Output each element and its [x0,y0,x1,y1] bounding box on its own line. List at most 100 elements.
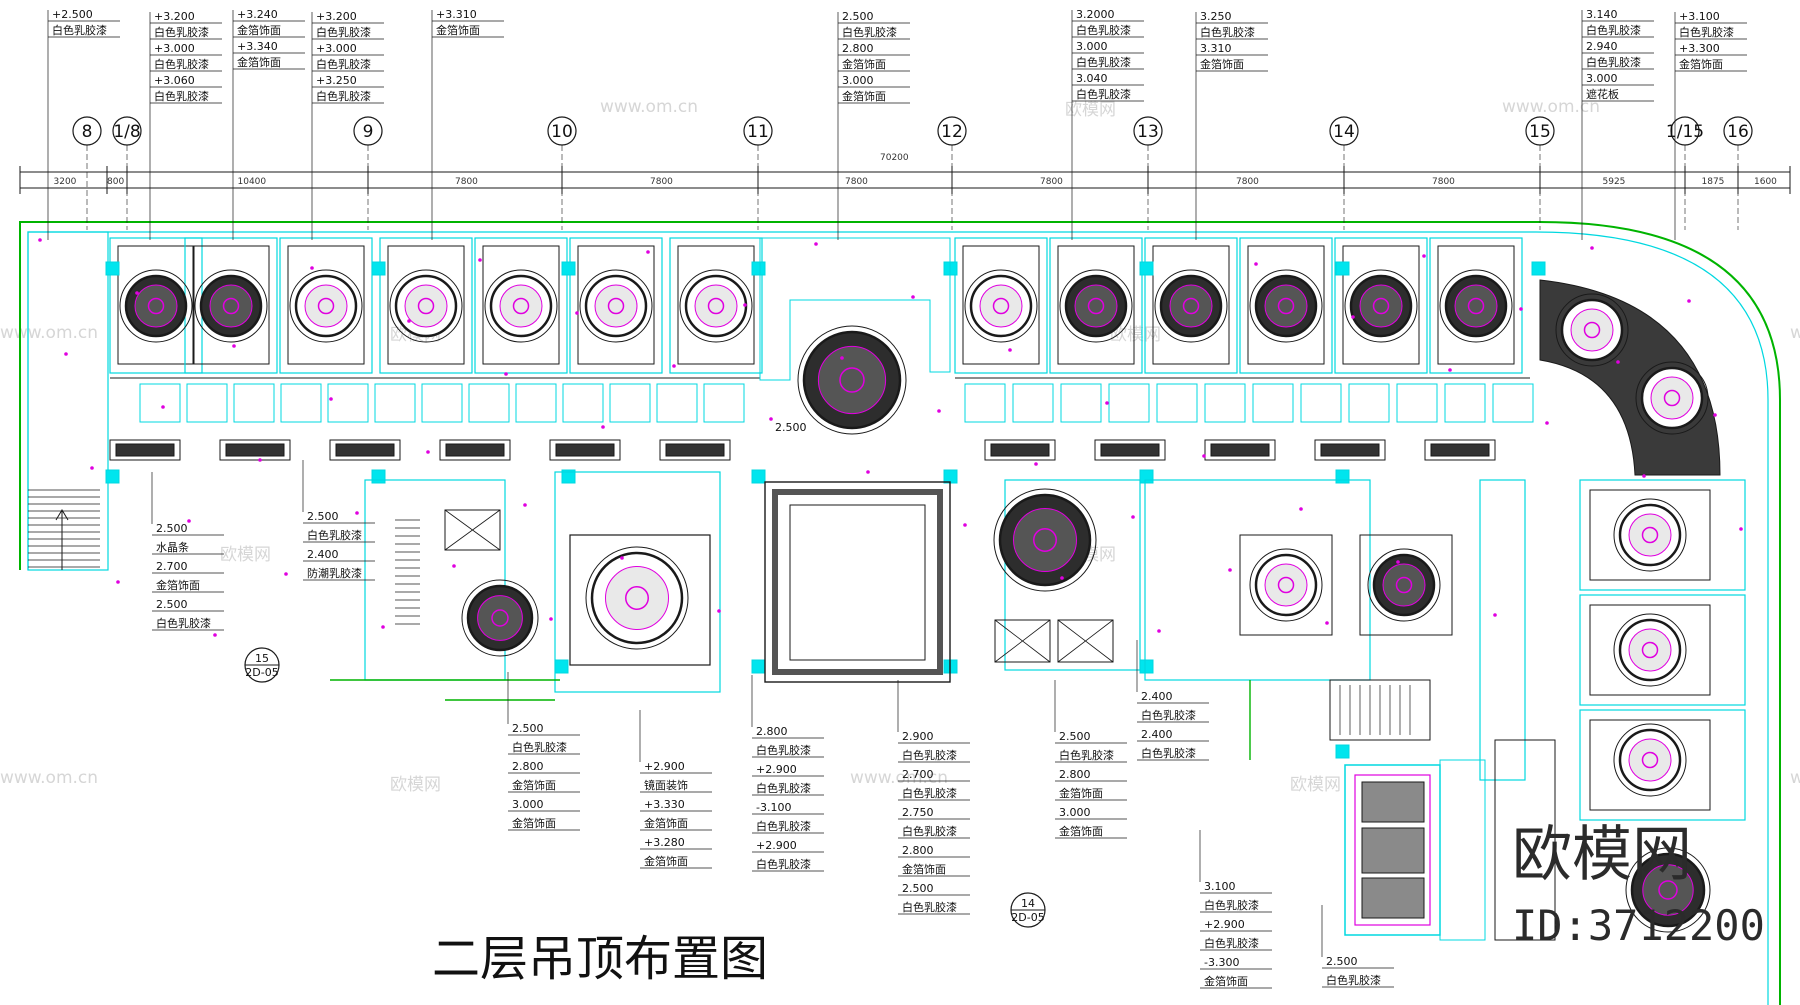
downlight [161,405,165,409]
ceiling-tray [1057,245,1135,365]
ceiling-dome [119,269,193,343]
bath-cubicle [1396,383,1438,423]
downlight [284,572,288,576]
downlight [1105,401,1109,405]
stair-chandelier [491,609,509,627]
private-room [1239,237,1333,374]
elevation-value: 2.500 [156,598,188,611]
finish-label: 金箔饰面 [1679,57,1723,71]
finish-label: 白色乳胶漆 [307,528,362,542]
downlight [1060,576,1064,580]
elevation-value: 2.800 [756,725,788,738]
finish-label: 金箔饰面 [1059,824,1103,838]
structural-column [561,469,576,484]
stair-chandelier [461,579,539,657]
finish-label: 白色乳胶漆 [1059,748,1114,762]
finish-label: 白色乳胶漆 [156,616,211,630]
downlight [232,344,236,348]
grid-axis-label: 13 [1137,122,1159,142]
lounge-dome [1570,308,1614,352]
private-room [474,237,568,374]
span-dimension: 10400 [238,177,267,187]
linear-diffuser [329,439,401,461]
round-chandelier [1033,528,1057,552]
ceiling-tray [577,245,655,365]
finish-label: 白色乳胶漆 [316,57,371,71]
span-dimension: 7800 [455,177,478,187]
downlight [717,609,721,613]
lounge-dome [1663,389,1681,407]
bath-cubicle [233,383,275,423]
downlight [937,409,941,413]
grid-axis-label: 10 [551,122,573,142]
elevation-value: 2.900 [902,730,934,743]
finish-label: 白色乳胶漆 [842,25,897,39]
vip-dome [625,586,649,610]
ceiling-dome [1344,269,1418,343]
elevation-value: 2.750 [902,806,934,819]
lounge-dome [1555,293,1629,367]
ceiling-tray [192,245,270,365]
ceiling-tray [962,245,1040,365]
elevation-value: 2.800 [512,760,544,773]
elevation-value: 3.2000 [1076,8,1115,21]
downlight [1739,527,1743,531]
watermark-url: www.om.cn [600,97,698,117]
downlight [1131,515,1135,519]
restroom-area [1004,479,1141,671]
finish-label: 水晶条 [156,540,189,554]
ceiling-dome [1169,284,1213,328]
section-number: 14 [1021,897,1035,910]
finish-label: 金箔饰面 [842,89,886,103]
structural-column [561,261,576,276]
round-chandelier [993,488,1097,592]
finish-label: 白色乳胶漆 [902,786,957,800]
ceiling-dome [979,284,1023,328]
bath-cubicle [1060,383,1102,423]
section-sheet: 2D-05 [1011,911,1044,924]
private-room [1579,479,1746,591]
private-room [1144,237,1238,374]
stair [1329,679,1431,741]
downlight [743,303,747,307]
finish-label: 白色乳胶漆 [756,857,811,871]
ceiling-dome [1074,284,1118,328]
elevation-value: 2.400 [1141,728,1173,741]
downlight [1254,262,1258,266]
elevation-value: 2.800 [842,42,874,55]
downlight [601,425,605,429]
downlight [549,617,553,621]
elevation-value: +3.330 [644,798,685,811]
elevation-value: -3.300 [1204,956,1239,969]
finish-label: 白色乳胶漆 [756,743,811,757]
ceiling-fixtures [38,238,1743,933]
ceiling-tray [287,245,365,365]
ceiling-dome [484,269,558,343]
linear-diffuser [439,439,511,461]
ceiling-dome [1642,864,1694,916]
watermark-logo: 欧模网 ID:3712200 [1512,820,1765,950]
downlight [64,352,68,356]
elevation-value: 2.500 [156,522,188,535]
vip-ceiling-tray [569,534,711,666]
private-room [1579,594,1746,706]
ceiling-tray [1437,245,1515,365]
ceiling-tray [1589,719,1711,811]
span-dimension: 800 [107,177,124,187]
bath-cubicle [139,383,181,423]
downlight [1448,368,1452,372]
finish-label: 金箔饰面 [436,23,480,37]
finish-label: 白色乳胶漆 [154,57,209,71]
grid-axis-label: 16 [1727,122,1749,142]
elevator-cross [994,619,1114,663]
lobby-chandelier [797,325,907,435]
bath-cubicle [1156,383,1198,423]
bath-cubicle [327,383,369,423]
bath-cubicle [1444,383,1486,423]
downlight [135,291,139,295]
grid-axis-label: 1/8 [113,122,140,142]
